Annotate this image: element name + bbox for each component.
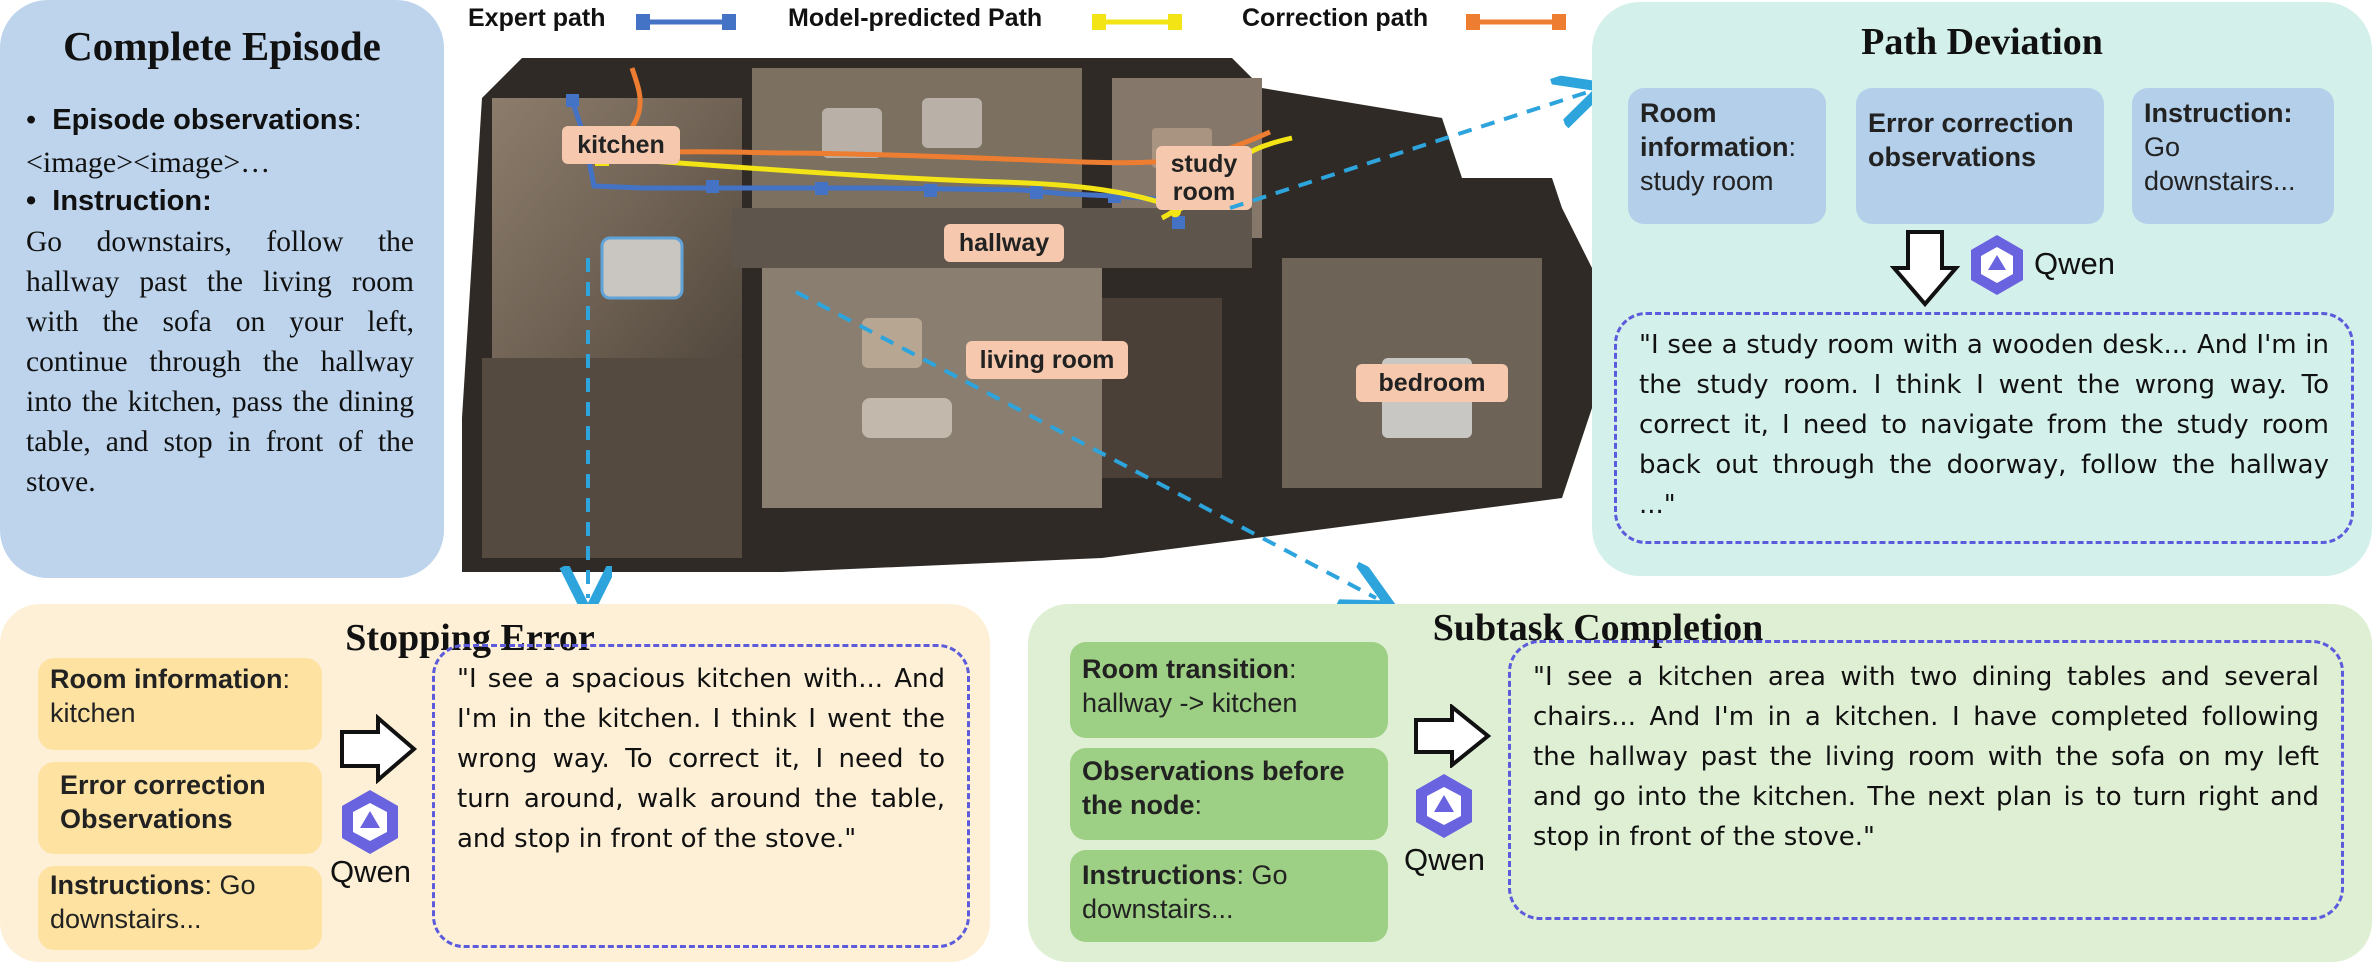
error-correction-observations-chip: Error correction observations bbox=[1856, 88, 2104, 224]
path-node bbox=[1172, 216, 1185, 229]
right-arrow-icon bbox=[1414, 704, 1492, 768]
instruction-chip: Instruction: Go downstairs... bbox=[2132, 88, 2334, 224]
room-label-kitchen: kitchen bbox=[562, 126, 680, 164]
dining-table bbox=[600, 236, 684, 300]
instruction-item: • Instruction: bbox=[26, 185, 212, 218]
instruction-text: Go downstairs, follow the hallway past t… bbox=[26, 226, 414, 498]
qwen-label: Qwen bbox=[1404, 842, 1485, 877]
episode-title: Complete Episode bbox=[63, 23, 381, 69]
qwen-logo-icon bbox=[1416, 774, 1472, 838]
complete-episode-panel: Complete Episode • Episode observations:… bbox=[0, 0, 444, 578]
subtask-completion-panel: Subtask Completion Room transition: hall… bbox=[1028, 604, 2372, 962]
path-node bbox=[815, 182, 828, 195]
dining-floor bbox=[752, 68, 1082, 218]
qwen-label: Qwen bbox=[330, 854, 411, 889]
legend-model-swatch bbox=[1092, 14, 1182, 30]
arrow-to-subtask-completion bbox=[795, 290, 1376, 598]
arrow-to-path-deviation bbox=[1229, 92, 1588, 210]
room-transition-value: hallway -> kitchen bbox=[1082, 688, 1298, 718]
room-label-bedroom: bedroom bbox=[1356, 364, 1508, 402]
lower-room-floor bbox=[482, 358, 742, 558]
episode-observations-item: • Episode observations: bbox=[26, 104, 362, 136]
path-deviation-title: Path Deviation bbox=[1861, 21, 2103, 63]
instruction-label: Instruction: bbox=[2144, 98, 2293, 128]
qwen-label: Qwen bbox=[2034, 246, 2115, 281]
instructions-value: : Go downstairs... bbox=[50, 870, 256, 934]
stopping-error-title: Stopping Error bbox=[345, 617, 595, 659]
legend-model-label: Model-predicted Path bbox=[788, 4, 1043, 32]
room-transition-chip: Room transition: hallway -> kitchen bbox=[1070, 642, 1388, 738]
episode-observations-value: <image><image>… bbox=[26, 146, 271, 179]
path-node bbox=[566, 94, 579, 107]
stopping-error-reasoning: "I see a spacious kitchen with... And I'… bbox=[432, 644, 970, 948]
legend-correction-path: Correction path bbox=[1242, 4, 1428, 33]
legend-model-path: Model-predicted Path bbox=[788, 4, 1042, 33]
observations-before-node-label: Observations before the node bbox=[1082, 756, 1345, 820]
episode-observations-label: Episode observations bbox=[52, 104, 354, 136]
room-information-value: study room bbox=[1640, 166, 1774, 196]
legend-correction-label: Correction path bbox=[1242, 4, 1429, 32]
path-node bbox=[1030, 186, 1043, 199]
room-label-hallway: hallway bbox=[944, 224, 1064, 262]
legend-expert-path: Expert path bbox=[468, 4, 606, 33]
bullet: • bbox=[26, 185, 53, 217]
instructions-label: Instructions bbox=[1082, 860, 1237, 890]
legend-correction-swatch bbox=[1466, 14, 1566, 30]
qwen-logo-icon bbox=[1971, 235, 2023, 295]
instructions-label: Instructions bbox=[50, 870, 205, 900]
down-arrow-icon bbox=[1890, 230, 1960, 308]
room-transition-label: Room transition bbox=[1082, 654, 1289, 684]
error-correction-observations-label: Error correction observations bbox=[1868, 108, 2074, 172]
stopping-error-panel: Stopping Error Room information: kitchen… bbox=[0, 604, 990, 962]
room-information-chip: Room information: kitchen bbox=[38, 658, 322, 750]
subtask-completion-reasoning: "I see a kitchen area with two dining ta… bbox=[1508, 640, 2344, 920]
instructions-value: : Go downstairs... bbox=[1082, 860, 1288, 924]
qwen-logo-icon bbox=[342, 790, 398, 854]
right-arrow-icon bbox=[340, 714, 418, 784]
path-node bbox=[706, 180, 719, 193]
stairs bbox=[1102, 298, 1222, 478]
sofa bbox=[862, 398, 952, 438]
error-correction-observations-chip: Error correction Observations bbox=[38, 762, 322, 854]
bullet: • bbox=[26, 104, 53, 136]
error-correction-observations-label: Error correction Observations bbox=[60, 770, 266, 834]
room-information-label: Room information bbox=[50, 664, 283, 694]
floorplan-map bbox=[462, 58, 1602, 572]
legend-expert-swatch bbox=[636, 14, 736, 30]
room-information-chip: Room information: study room bbox=[1628, 88, 1826, 224]
room-label-study-room: study room bbox=[1156, 146, 1252, 210]
room-information-value: kitchen bbox=[50, 698, 136, 728]
table bbox=[922, 98, 982, 148]
instructions-chip: Instructions: Go downstairs... bbox=[1070, 850, 1388, 942]
path-node bbox=[924, 184, 937, 197]
room-label-living-room: living room bbox=[966, 341, 1128, 379]
path-deviation-reasoning: "I see a study room with a wooden desk..… bbox=[1614, 312, 2354, 544]
instruction-value: Go downstairs... bbox=[2144, 132, 2296, 196]
path-deviation-panel: Path Deviation Room information: study r… bbox=[1592, 2, 2372, 576]
table bbox=[822, 108, 882, 158]
legend-expert-label: Expert path bbox=[468, 4, 606, 32]
observations-before-node-chip: Observations before the node: bbox=[1070, 748, 1388, 840]
instruction-label: Instruction: bbox=[52, 185, 212, 217]
living-floor bbox=[762, 268, 1102, 508]
room-information-label: Room information bbox=[1640, 98, 1789, 162]
instructions-chip: Instructions: Go downstairs... bbox=[38, 866, 322, 950]
